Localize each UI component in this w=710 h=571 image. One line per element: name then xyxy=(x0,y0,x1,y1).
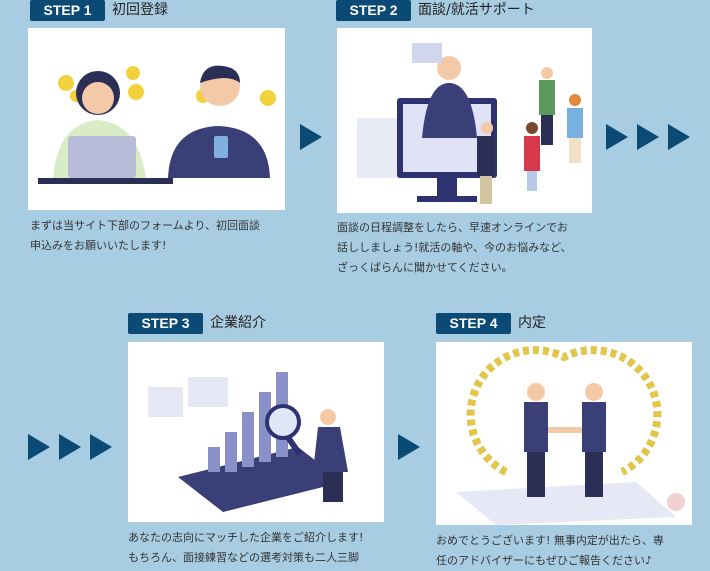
step3-badge: STEP 3 xyxy=(128,313,203,334)
step4-description: おめでとうございます! 無事内定が出たら、専 任のアドバイザーにもぜひご報告くだ… xyxy=(436,531,706,571)
step2-description: 面談の日程調整をしたら、早速オンラインでお 話ししましょう!就活の軸や、今のお悩… xyxy=(337,218,607,278)
step4-badge: STEP 4 xyxy=(436,313,511,334)
step2-illustration xyxy=(337,28,592,213)
arrow-right-icon xyxy=(300,124,322,150)
step3-illustration xyxy=(128,342,384,522)
desc-line: ざっくばらんに聞かせてください。 xyxy=(337,261,513,274)
desc-line: おめでとうございます! 無事内定が出たら、専 xyxy=(436,534,664,547)
step1-description: まずは当サイト下部のフォームより、初回面談 申込みをお願いいたします! xyxy=(30,216,290,256)
desc-line: あなたの志向にマッチした企業をご紹介します! xyxy=(128,531,364,544)
desc-line: もちろん、面接練習などの選考対策も二人三脚 xyxy=(128,551,359,564)
step1-badge: STEP 1 xyxy=(30,0,105,21)
step2-title: 面談/就活サポート xyxy=(418,2,535,18)
step4-illustration xyxy=(436,342,692,525)
step4-title: 内定 xyxy=(518,315,546,331)
desc-line: 話ししましょう!就活の軸や、今のお悩みなど、 xyxy=(337,241,572,254)
desc-line: 面談の日程調整をしたら、早速オンラインでお xyxy=(337,221,568,234)
step3-title: 企業紹介 xyxy=(210,315,266,331)
step3-description: あなたの志向にマッチした企業をご紹介します! もちろん、面接練習などの選考対策も… xyxy=(128,528,408,568)
step1-illustration xyxy=(28,28,285,210)
step1-title: 初回登録 xyxy=(112,2,168,18)
arrow-right-icon xyxy=(398,434,420,460)
desc-line: 申込みをお願いいたします! xyxy=(30,239,167,252)
desc-line: まずは当サイト下部のフォームより、初回面談 xyxy=(30,219,261,232)
step2-badge: STEP 2 xyxy=(336,0,411,21)
desc-line: 任のアドバイザーにもぜひご報告ください♪ xyxy=(436,554,653,567)
